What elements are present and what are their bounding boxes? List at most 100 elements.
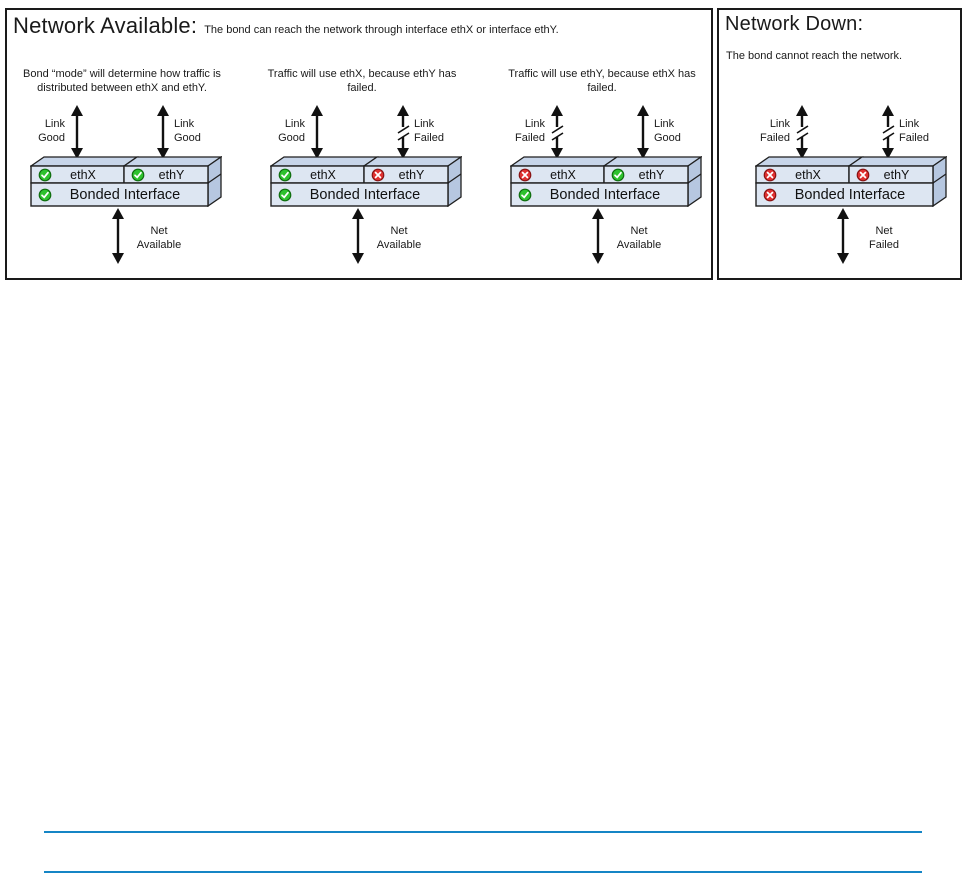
right-link-label-line1: Link [174, 118, 195, 130]
right-link-label-line1: Link [654, 118, 675, 130]
net-arrow [352, 208, 364, 264]
network-down-header: Network Down: [725, 13, 863, 36]
eth-y-cell: ethY [604, 166, 688, 183]
right-link-label-line1: Link [899, 118, 920, 130]
right-link-arrow [397, 105, 410, 159]
status-icon [371, 168, 385, 181]
network-down-panel: Network Down: The bond cannot reach the … [717, 8, 962, 280]
right-link-label-line2: Failed [414, 132, 444, 144]
bond-box: ethX ethY Bonded Interface [30, 156, 222, 207]
left-link-arrow [796, 105, 809, 159]
bonded-interface-cell: Bonded Interface [271, 183, 448, 206]
scenario-block-ethx-failed: Traffic will use ethY, because ethX has … [487, 67, 717, 282]
eth-y-label: ethY [158, 167, 185, 182]
bond-box-3d-faces [510, 156, 702, 207]
link-break-icon [796, 114, 809, 150]
net-status-label: Net Failed [856, 224, 912, 252]
bonded-interface-label: Bonded Interface [549, 186, 661, 203]
left-link-label: Link Good [255, 117, 305, 145]
bond-box: ethX ethY Bonded Interface [510, 156, 702, 207]
net-status-label: Net Available [131, 224, 187, 252]
status-icon [518, 188, 532, 201]
net-label-line1: Net [150, 225, 168, 237]
bonded-interface-label: Bonded Interface [309, 186, 421, 203]
eth-y-cell: ethY [364, 166, 448, 183]
net-label-line2: Available [136, 239, 182, 251]
panel-subtitle: The bond can reach the network through i… [204, 24, 559, 36]
horizontal-divider-line [44, 831, 922, 833]
horizontal-divider-line [44, 871, 922, 873]
right-link-label-line2: Failed [899, 132, 929, 144]
scenario-block-both-links-good: Bond “mode” will determine how traffic i… [7, 67, 237, 282]
left-link-label-line1: Link [524, 118, 545, 130]
right-link-label: Link Failed [899, 117, 951, 145]
status-icon [763, 188, 777, 201]
right-link-arrow [637, 105, 649, 159]
net-label-line1: Net [630, 225, 648, 237]
bonded-interface-label: Bonded Interface [794, 186, 906, 203]
link-break-icon [882, 114, 895, 150]
bond-box-3d-faces [755, 156, 947, 207]
eth-y-cell: ethY [849, 166, 933, 183]
net-label-line1: Net [875, 225, 893, 237]
eth-y-label: ethY [883, 167, 910, 182]
eth-x-cell: ethX [756, 166, 849, 183]
network-available-header: Network Available: The bond can reach the… [13, 13, 559, 39]
left-link-label-line2: Good [38, 132, 65, 144]
net-label-line2: Available [376, 239, 422, 251]
scenario-block-ethy-failed: Traffic will use ethX, because ethY has … [247, 67, 477, 282]
left-link-label-line1: Link [44, 118, 65, 130]
net-arrow [837, 208, 849, 264]
right-link-label-line2: Good [174, 132, 201, 144]
panel-title: Network Available: [13, 13, 198, 38]
status-icon [611, 168, 625, 181]
eth-x-cell: ethX [271, 166, 364, 183]
net-label-line2: Failed [869, 239, 899, 251]
net-arrow [112, 208, 124, 264]
eth-x-label: ethX [70, 167, 96, 182]
link-break-icon [397, 114, 410, 150]
status-icon [131, 168, 145, 181]
left-link-label-line2: Failed [760, 132, 790, 144]
right-link-label-line1: Link [414, 118, 435, 130]
status-icon [278, 188, 292, 201]
eth-x-label: ethX [310, 167, 336, 182]
net-status-label: Net Available [611, 224, 667, 252]
scenario-description: Bond “mode” will determine how traffic i… [23, 68, 221, 94]
eth-x-label: ethX [550, 167, 576, 182]
left-link-arrow [551, 105, 564, 159]
network-available-panel: Network Available: The bond can reach the… [5, 8, 713, 280]
net-status-label: Net Available [371, 224, 427, 252]
right-link-arrow [882, 105, 895, 159]
status-icon [278, 168, 292, 181]
bond-box-3d-faces [30, 156, 222, 207]
left-link-label-line1: Link [769, 118, 790, 130]
eth-y-cell: ethY [124, 166, 208, 183]
bond-box: ethX ethY Bonded Interface [270, 156, 462, 207]
status-icon [518, 168, 532, 181]
left-link-label-line1: Link [284, 118, 305, 130]
left-link-label: Link Failed [740, 117, 790, 145]
eth-x-cell: ethX [511, 166, 604, 183]
link-break-icon [551, 114, 564, 150]
panel-title: Network Down: [725, 13, 864, 35]
eth-x-label: ethX [795, 167, 821, 182]
net-label-line1: Net [390, 225, 408, 237]
left-link-arrow [311, 105, 323, 159]
scenario-block-all-failed: Link Failed Link Failed ethX [732, 67, 962, 282]
panel-subtitle: The bond cannot reach the network. [726, 50, 903, 62]
net-label-line2: Available [616, 239, 662, 251]
status-icon [763, 168, 777, 181]
right-link-label: Link Failed [414, 117, 466, 145]
status-icon [856, 168, 870, 181]
eth-y-label: ethY [638, 167, 665, 182]
status-icon [38, 168, 52, 181]
bonded-interface-cell: Bonded Interface [756, 183, 933, 206]
status-icon [38, 188, 52, 201]
scenario-description: Traffic will use ethY, because ethX has … [508, 68, 696, 94]
net-arrow [592, 208, 604, 264]
bonded-interface-cell: Bonded Interface [31, 183, 208, 206]
bond-box: ethX ethY Bonded Interface [755, 156, 947, 207]
left-link-label: Link Failed [495, 117, 545, 145]
eth-x-cell: ethX [31, 166, 124, 183]
